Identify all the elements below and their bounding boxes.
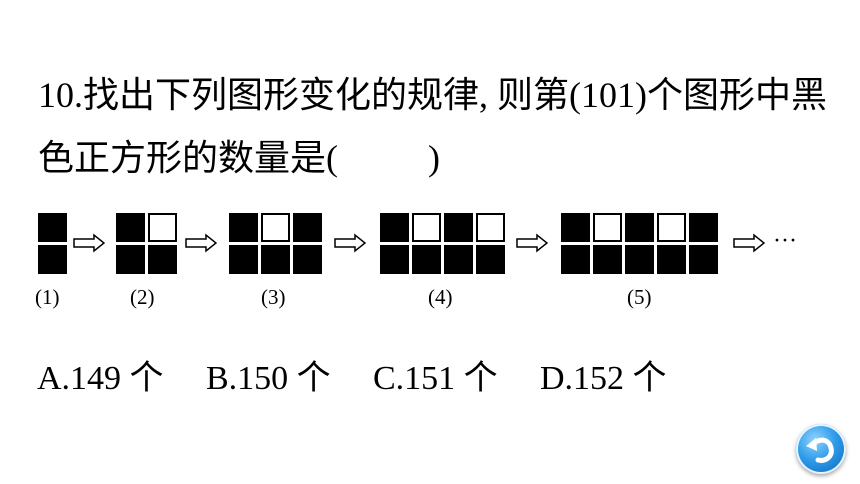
black-square xyxy=(444,213,473,242)
right-arrow-icon xyxy=(185,233,217,253)
figure-3 xyxy=(229,213,322,274)
option-a[interactable]: A.149 个 xyxy=(37,360,164,397)
square-column xyxy=(380,213,409,274)
back-button[interactable] xyxy=(796,424,846,474)
question-text-line-1: 10.找出下列图形变化的规律, 则第(101)个图形中黑 xyxy=(38,75,827,115)
white-square xyxy=(412,213,441,242)
square-column xyxy=(293,213,322,274)
continuation-ellipsis: ··· xyxy=(773,228,797,254)
question-text-line-2: 色正方形的数量是( ) xyxy=(38,138,440,178)
figure-label: (2) xyxy=(130,285,155,309)
square-column xyxy=(229,213,258,274)
figure-2 xyxy=(116,213,177,274)
square-column xyxy=(38,213,67,274)
right-arrow-icon xyxy=(334,233,366,253)
option-b[interactable]: B.150 个 xyxy=(206,360,331,397)
black-square xyxy=(380,213,409,242)
black-square xyxy=(689,213,718,242)
square-column xyxy=(261,213,290,274)
option-d[interactable]: D.152 个 xyxy=(540,360,667,397)
figure-label: (5) xyxy=(627,285,652,309)
black-square xyxy=(229,245,258,274)
square-column xyxy=(689,213,718,274)
black-square xyxy=(38,245,67,274)
right-arrow-icon xyxy=(733,233,765,253)
square-column xyxy=(561,213,590,274)
white-square xyxy=(593,213,622,242)
black-square xyxy=(261,245,290,274)
white-square xyxy=(148,213,177,242)
square-column xyxy=(625,213,654,274)
figure-4 xyxy=(380,213,505,274)
black-square xyxy=(625,213,654,242)
black-square xyxy=(657,245,686,274)
black-square xyxy=(412,245,441,274)
black-square xyxy=(116,245,145,274)
right-arrow-icon xyxy=(516,233,548,253)
square-column xyxy=(476,213,505,274)
figure-5 xyxy=(561,213,718,274)
black-square xyxy=(625,245,654,274)
white-square xyxy=(261,213,290,242)
black-square xyxy=(444,245,473,274)
square-column xyxy=(412,213,441,274)
black-square xyxy=(593,245,622,274)
black-square xyxy=(116,213,145,242)
option-c[interactable]: C.151 个 xyxy=(373,360,498,397)
black-square xyxy=(561,213,590,242)
figure-label: (3) xyxy=(261,285,286,309)
black-square xyxy=(293,245,322,274)
figure-label: (1) xyxy=(35,285,60,309)
square-column xyxy=(444,213,473,274)
black-square xyxy=(689,245,718,274)
square-column xyxy=(657,213,686,274)
black-square xyxy=(148,245,177,274)
black-square xyxy=(229,213,258,242)
figure-label: (4) xyxy=(428,285,453,309)
black-square xyxy=(38,213,67,242)
right-arrow-icon xyxy=(73,233,105,253)
black-square xyxy=(561,245,590,274)
figure-1 xyxy=(38,213,67,274)
square-column xyxy=(148,213,177,274)
white-square xyxy=(476,213,505,242)
black-square xyxy=(380,245,409,274)
back-arrow-icon xyxy=(806,437,834,463)
square-column xyxy=(116,213,145,274)
white-square xyxy=(657,213,686,242)
black-square xyxy=(476,245,505,274)
black-square xyxy=(293,213,322,242)
square-column xyxy=(593,213,622,274)
